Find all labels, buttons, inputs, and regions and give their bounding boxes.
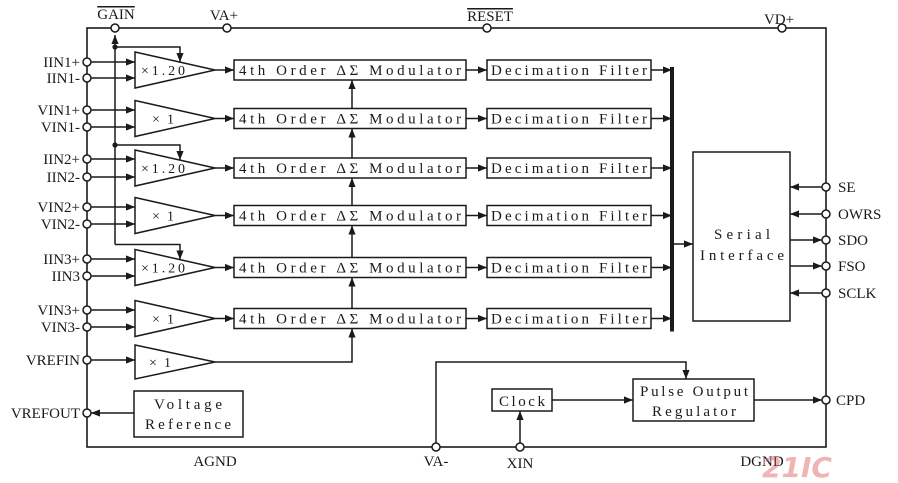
voltage-reference-label: Voltage [154,397,222,413]
voltage-reference-label: Reference [145,417,231,433]
serial-pin-label: OWRS [838,207,881,223]
serial-pin [821,182,831,192]
top-pin-label: VD+ [764,12,794,28]
amplifier [134,51,216,89]
junction-dot [112,44,118,50]
top-pin-label: VA+ [210,8,238,24]
serial-interface-box [692,151,791,322]
watermark-logo: 21IC [762,451,832,483]
gain-control-arrow [115,144,184,160]
xin-pin [515,442,525,452]
input-pin [82,73,92,83]
vrefin-pin [82,355,92,365]
amplifier [134,248,216,287]
vrefin-buffer [134,344,216,380]
input-pin-label: IIN2- [47,170,80,186]
supply-pin [110,23,120,33]
serial-pin-label: SE [838,180,856,196]
modulator-label: 4th Order ΔΣ Modulator [239,312,461,328]
serial-pin [821,209,831,219]
input-pin [82,154,92,164]
input-pin [82,57,92,67]
serial-pin [821,235,831,245]
va-minus-pin [431,442,441,452]
vrefout-pin [82,408,92,418]
amplifier [134,99,216,138]
input-pin-label: IIN3+ [43,252,80,268]
input-pin-label: VIN1- [41,120,80,136]
supply-pin [777,23,787,33]
voltage-reference-box [133,390,244,438]
input-pin-label: VIN2- [41,217,80,233]
gain-control-arrow [115,46,184,62]
input-pin-label: IIN2+ [43,152,80,168]
vrefout-label: VREFOUT [11,406,80,422]
vrefin-label: VREFIN [26,353,80,369]
modulator-label: 4th Order ΔΣ Modulator [239,161,461,177]
input-pin [82,122,92,132]
modulator-label: 4th Order ΔΣ Modulator [239,112,461,128]
input-pin [82,172,92,182]
supply-pin [482,23,492,33]
pulse-output-regulator-box [632,378,755,422]
junction-dot [112,142,118,148]
serial-pin-label: FSO [838,259,866,275]
input-pin-label: VIN3- [41,320,80,336]
xin-label: XIN [507,456,534,472]
input-pin [82,219,92,229]
modulator-label: 4th Order ΔΣ Modulator [239,63,461,79]
amplifier-gain-label: ×1.20 [141,64,185,79]
amplifier [134,196,216,235]
reference-feed-arrow [215,328,356,363]
serial-pin-label: SDO [838,233,868,249]
supply-pin [222,23,232,33]
amplifier-gain-label: ×1.20 [141,162,185,177]
gain-control-arrow [115,243,184,260]
input-pin [82,305,92,315]
cpd-pin [821,395,831,405]
amplifier [134,149,216,187]
amplifier [134,299,216,338]
top-pin-label: GAIN [97,7,135,23]
input-pin [82,322,92,332]
serial-pin [821,288,831,298]
dgnd-label: DGND [740,454,783,470]
clock-label: Clock [499,394,546,410]
input-pin [82,254,92,264]
modulator-label: 4th Order ΔΣ Modulator [239,261,461,277]
input-pin-label: IIN3 [52,269,80,285]
input-pin-label: VIN1+ [37,103,80,119]
input-pin [82,105,92,115]
serial-pin [821,261,831,271]
input-pin-label: VIN3+ [37,303,80,319]
top-pin-label: RESET [467,9,513,25]
va-minus-feed-arrow [435,361,690,443]
input-pin-label: IIN1- [47,71,80,87]
cpd-label: CPD [836,393,865,409]
modulator-label: 4th Order ΔΣ Modulator [239,209,461,225]
agnd-label: AGND [193,454,236,470]
amplifier-gain-label: ×1.20 [141,262,185,277]
serial-interface-label: Serial [714,227,770,243]
serial-interface-label: Interface [700,248,784,264]
va-minus-label: VA- [424,454,449,470]
input-pin-label: VIN2+ [37,200,80,216]
serial-pin-label: SCLK [838,286,877,302]
input-pin-label: IIN1+ [43,55,80,71]
input-pin [82,271,92,281]
input-pin [82,202,92,212]
